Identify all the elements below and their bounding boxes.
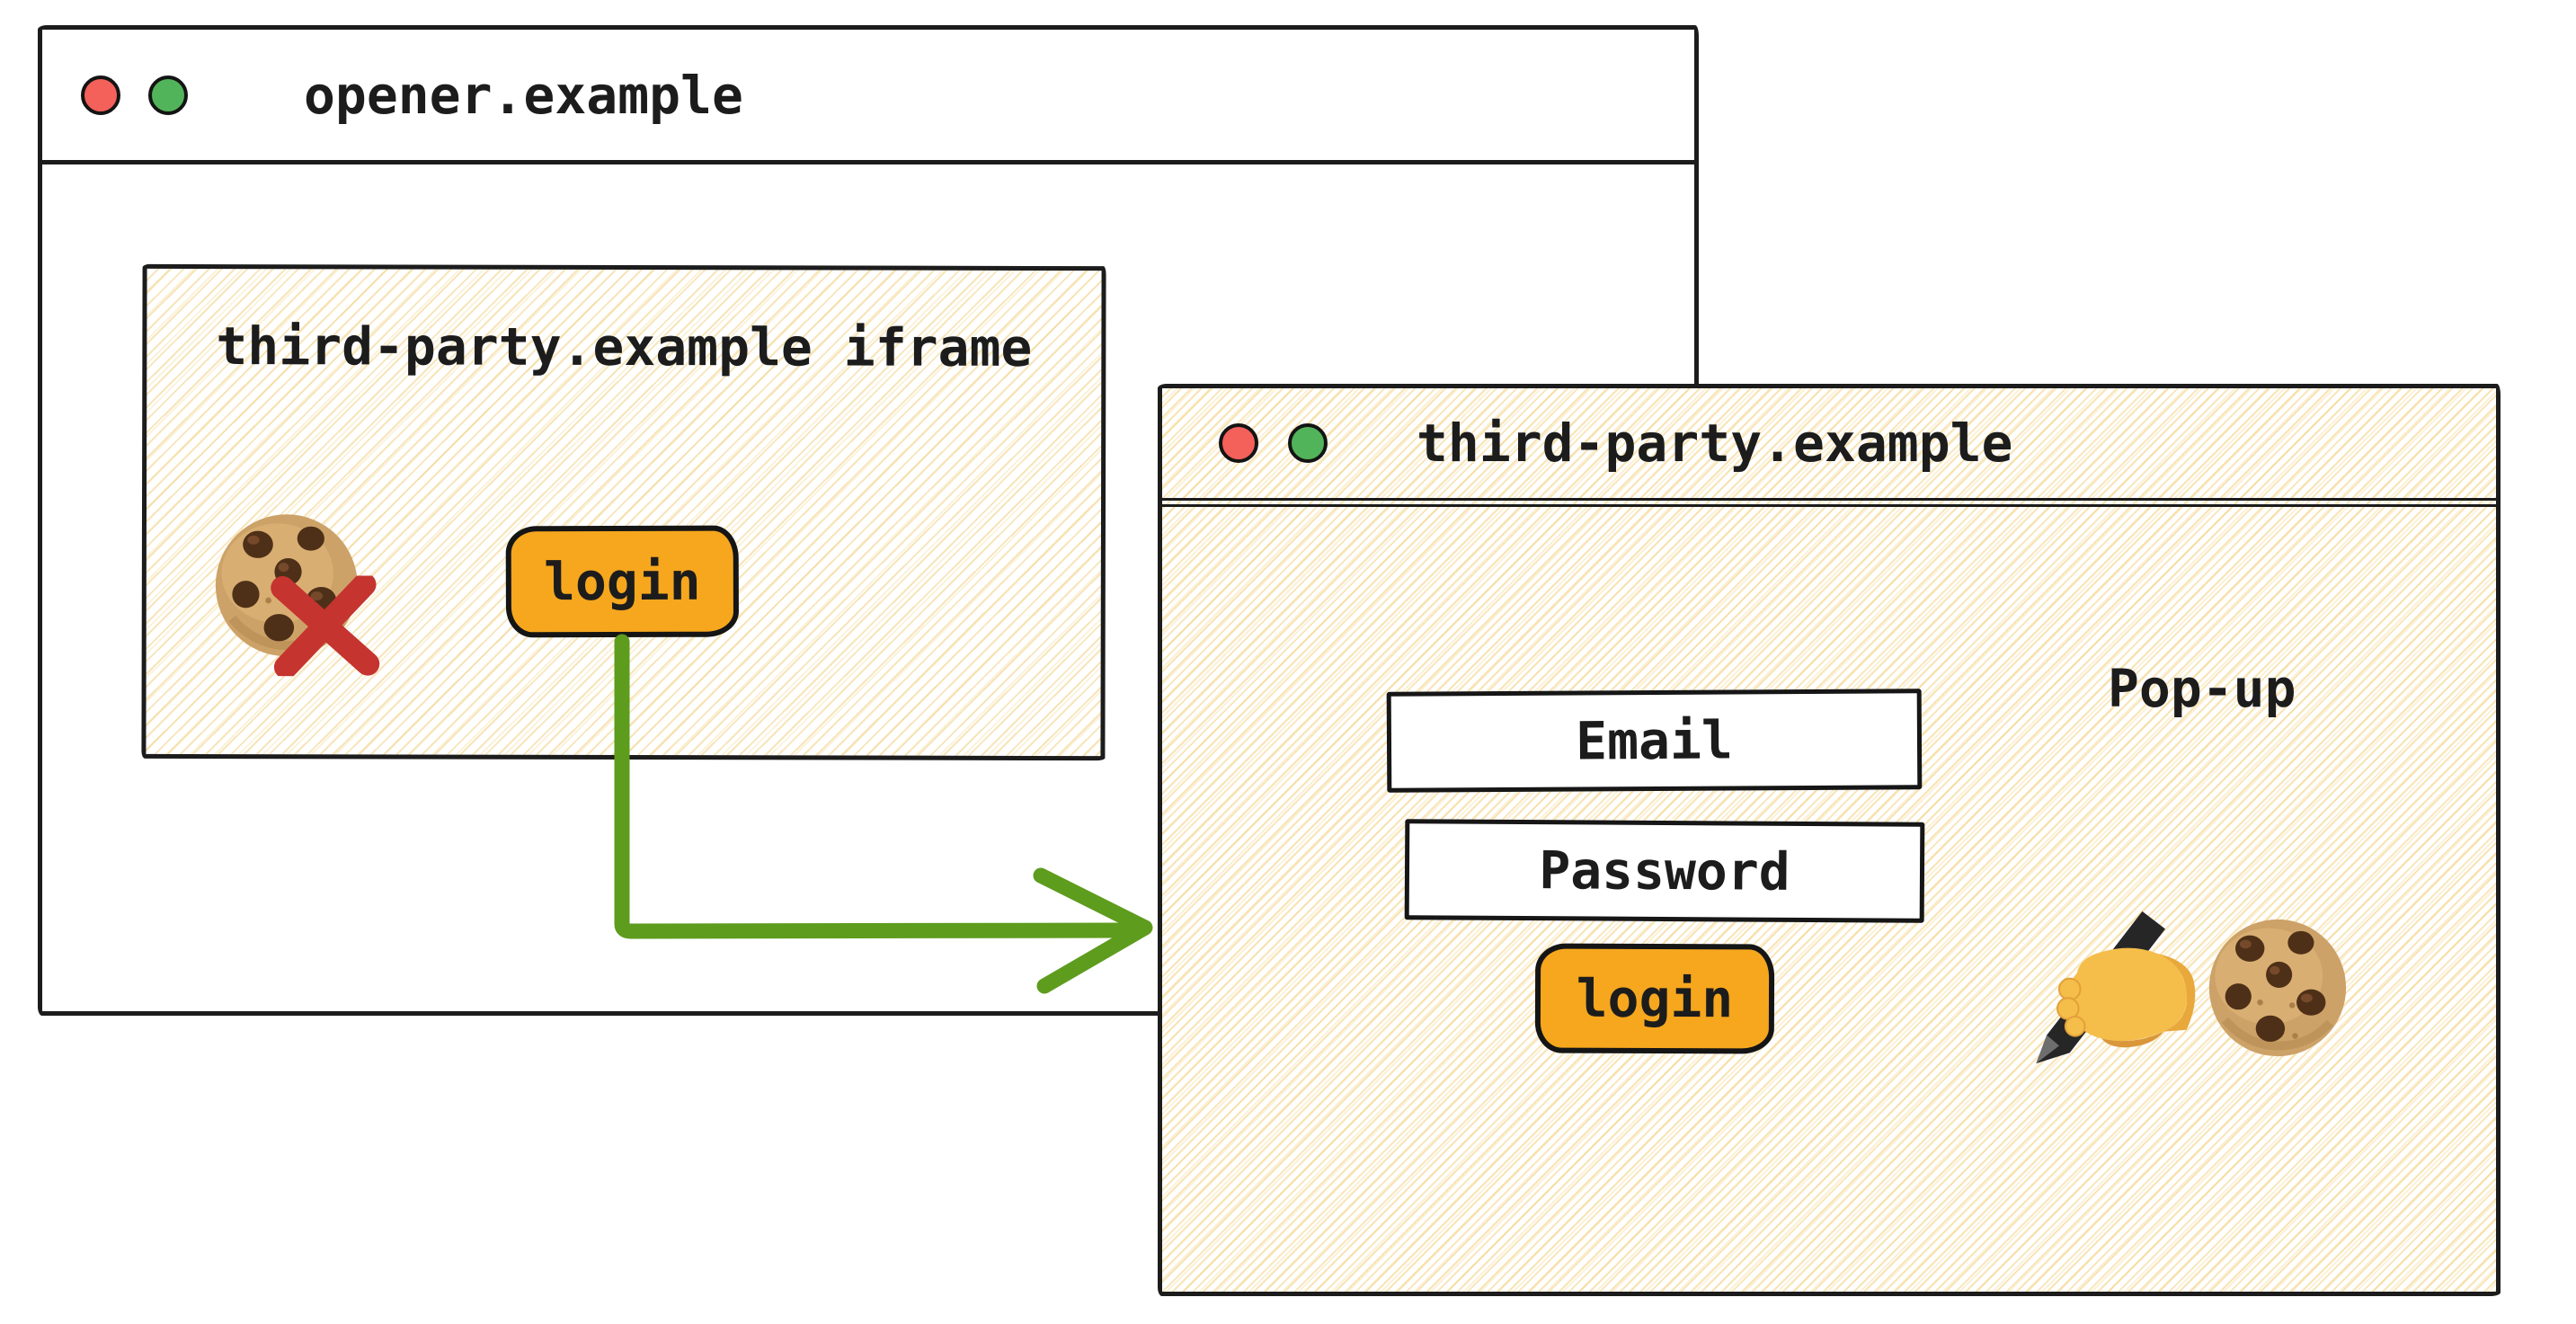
iframe-heading: third-party.example iframe: [216, 315, 1033, 378]
maximize-icon[interactable]: [1288, 423, 1328, 463]
third-party-iframe: third-party.example iframe login: [141, 263, 1106, 761]
popup-titlebar[interactable]: third-party.example: [1162, 388, 2496, 507]
iframe-login-button[interactable]: login: [505, 525, 740, 638]
close-icon[interactable]: [1219, 423, 1258, 463]
popup-window: third-party.example Pop-up Email Passwor…: [1158, 384, 2500, 1296]
popup-window-title: third-party.example: [1417, 413, 2013, 474]
popup-label: Pop-up: [2108, 658, 2296, 719]
cookie-icon: [2200, 915, 2355, 1061]
opener-titlebar[interactable]: opener.example: [42, 30, 1694, 164]
popup-login-button[interactable]: login: [1534, 943, 1775, 1054]
writing-hand-icon: [2036, 911, 2196, 1064]
opener-window-title: opener.example: [304, 64, 743, 126]
close-icon[interactable]: [81, 75, 120, 115]
email-input[interactable]: Email: [1386, 689, 1923, 793]
cross-mark-icon: [271, 575, 380, 677]
maximize-icon[interactable]: [148, 75, 188, 115]
password-input[interactable]: Password: [1404, 819, 1925, 923]
